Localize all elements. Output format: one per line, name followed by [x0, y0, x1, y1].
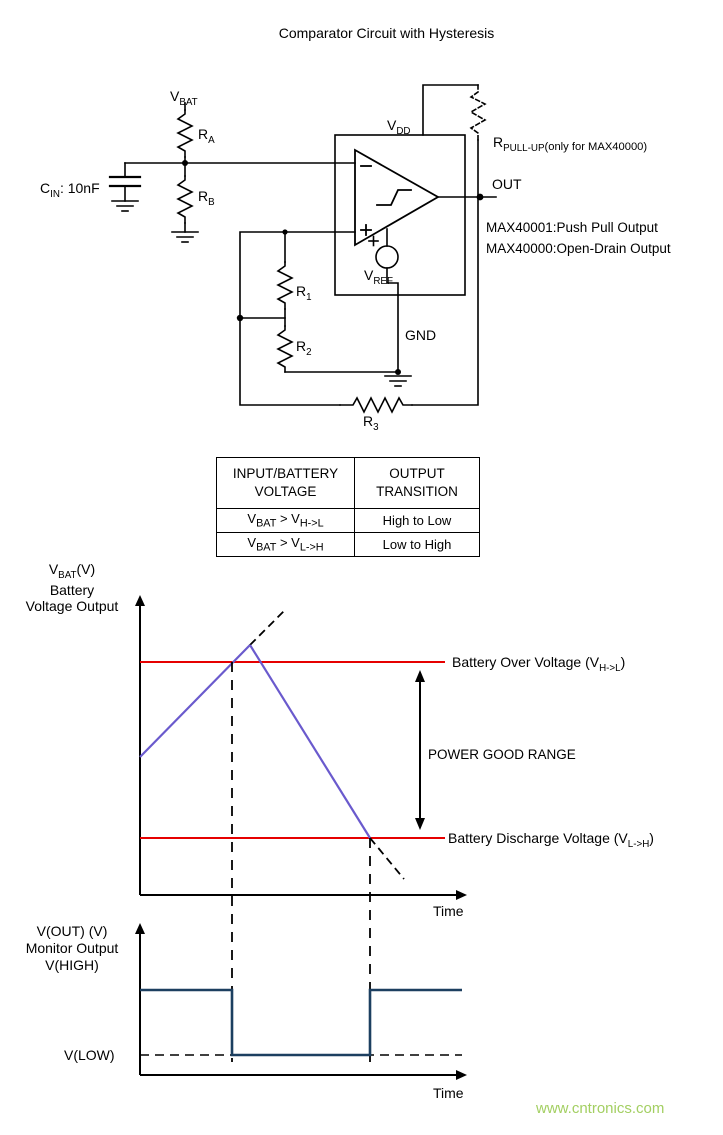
g2-x-axis-arrow — [456, 1070, 467, 1080]
resistor-ra — [176, 109, 194, 158]
battery-fall-line — [249, 644, 371, 839]
wire-feedback-right — [411, 196, 479, 406]
battery-voltage-graph — [135, 595, 467, 1062]
max40001-output-label: MAX40001:Push Pull Output — [486, 220, 658, 235]
g2-y-axis-label-line3: V(HIGH) — [45, 956, 99, 973]
vlow-label: V(LOW) — [64, 1047, 115, 1063]
table-row: VBAT > VH->L High to Low — [216, 508, 480, 533]
r3-label: R3 — [363, 413, 379, 433]
power-good-arrow-bottom — [415, 818, 425, 830]
battery-rise-projection — [249, 609, 286, 646]
vref-source — [375, 245, 399, 269]
resistor-r2 — [276, 325, 294, 373]
discharge-voltage-label: Battery Discharge Voltage (VL->H) — [448, 830, 654, 850]
max40000-output-label: MAX40000:Open-Drain Output — [486, 241, 671, 256]
output-square-wave — [140, 988, 462, 1057]
ground-symbol-cin — [111, 200, 139, 212]
comparator-triangle — [354, 148, 440, 247]
g1-y-axis-label-line2: Battery — [49, 581, 95, 598]
node-gnd — [395, 369, 401, 375]
g1-time-label: Time — [433, 903, 464, 919]
wire-vref-gnd — [386, 267, 399, 373]
g1-y-axis-arrow — [135, 595, 145, 606]
resistor-pullup — [469, 84, 487, 141]
g1-y-axis-label-line3: Voltage Output — [25, 598, 119, 615]
g1-x-axis-arrow — [456, 890, 467, 900]
battery-fall-projection — [369, 837, 405, 880]
transition-table: INPUT/BATTERY VOLTAGE OUTPUT TRANSITION … — [216, 457, 480, 557]
comparator-box — [334, 134, 466, 296]
g1-y-axis-label-line1: VBAT(V) — [48, 561, 96, 581]
power-good-arrow-top — [415, 670, 425, 682]
resistor-rb — [176, 175, 194, 224]
table-cell-condition: VBAT > VH->L — [216, 508, 355, 533]
out-label: OUT — [492, 176, 522, 192]
gnd-label: GND — [405, 327, 437, 343]
monitor-output-graph — [135, 923, 467, 1080]
table-cell-transition: High to Low — [354, 508, 480, 533]
ground-symbol-gnd — [384, 375, 412, 387]
vdd-label: VDD — [387, 117, 411, 137]
g1-y-axis-label: VBAT(V) Battery Voltage Output — [8, 561, 136, 615]
r2-label: R2 — [296, 338, 312, 358]
resistor-r1 — [276, 261, 294, 310]
power-good-range-label: POWER GOOD RANGE — [428, 747, 576, 762]
g2-time-label: Time — [433, 1085, 464, 1101]
wire-vdd — [422, 84, 479, 136]
resistor-r3 — [339, 396, 413, 414]
table-header-row: INPUT/BATTERY VOLTAGE OUTPUT TRANSITION — [216, 457, 480, 509]
table-row: VBAT > VL->H Low to High — [216, 532, 480, 557]
g2-y-axis-label-line1: V(OUT) (V) — [36, 923, 108, 939]
table-header-input-voltage: INPUT/BATTERY VOLTAGE — [216, 457, 355, 509]
r1-label: R1 — [296, 283, 312, 303]
table-cell-condition: VBAT > VL->H — [216, 532, 355, 557]
table-cell-transition: Low to High — [354, 532, 480, 557]
g2-y-axis-label: V(OUT) (V) Monitor Output V(HIGH) — [8, 923, 136, 973]
g2-y-axis-arrow — [135, 923, 145, 934]
vbat-label: VBAT — [170, 88, 198, 108]
hysteresis-icon — [376, 189, 412, 206]
node-divider — [182, 160, 188, 166]
table-header-output-transition: OUTPUT TRANSITION — [354, 457, 480, 509]
over-voltage-label: Battery Over Voltage (VH->L) — [452, 654, 626, 674]
watermark: www.cntronics.com — [536, 1100, 665, 1117]
ra-label: RA — [198, 126, 215, 146]
rpullup-label: RPULL-UP(only for MAX40000) — [493, 134, 648, 154]
rb-label: RB — [198, 188, 215, 208]
ground-symbol-rb — [171, 231, 199, 243]
vref-label: VREF — [364, 267, 393, 287]
figure-title: Comparator Circuit with Hysteresis — [278, 25, 495, 41]
circuit-schematic — [108, 84, 497, 414]
g2-y-axis-label-line2: Monitor Output — [25, 939, 119, 956]
cin-label: CIN: 10nF — [40, 180, 100, 200]
